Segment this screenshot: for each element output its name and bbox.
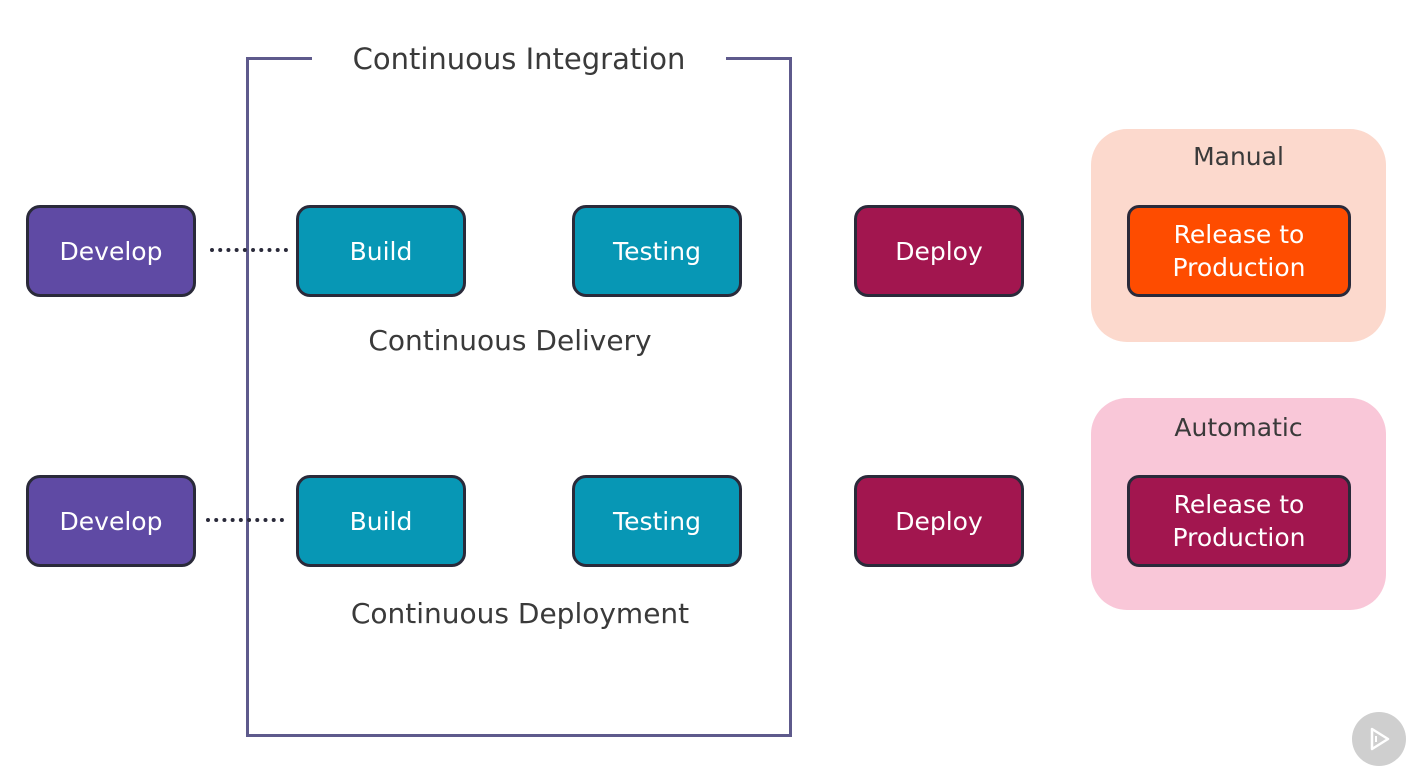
release-to-production-manual: Release to Production: [1127, 205, 1351, 297]
continuous-integration-title: Continuous Integration: [312, 36, 726, 82]
manual-label: Manual: [1193, 142, 1284, 171]
develop-node-deployment: Develop: [26, 475, 196, 567]
develop-node-delivery: Develop: [26, 205, 196, 297]
play-button[interactable]: [1352, 712, 1406, 766]
deploy-node-deployment: Deploy: [854, 475, 1024, 567]
release-to-production-automatic: Release to Production: [1127, 475, 1351, 567]
testing-node-deployment: Testing: [572, 475, 742, 567]
play-icon: [1370, 727, 1390, 751]
build-node-delivery: Build: [296, 205, 466, 297]
release-label-automatic: Release to Production: [1172, 490, 1306, 552]
continuous-integration-frame: [246, 57, 792, 737]
dotted-connector-delivery: [210, 248, 288, 252]
build-node-deployment: Build: [296, 475, 466, 567]
release-label-manual: Release to Production: [1172, 220, 1306, 282]
continuous-delivery-label: Continuous Delivery: [368, 324, 652, 357]
testing-node-delivery: Testing: [572, 205, 742, 297]
deploy-node-delivery: Deploy: [854, 205, 1024, 297]
automatic-label: Automatic: [1174, 413, 1303, 442]
continuous-deployment-label: Continuous Deployment: [350, 597, 690, 630]
dotted-connector-deployment: [206, 518, 284, 522]
